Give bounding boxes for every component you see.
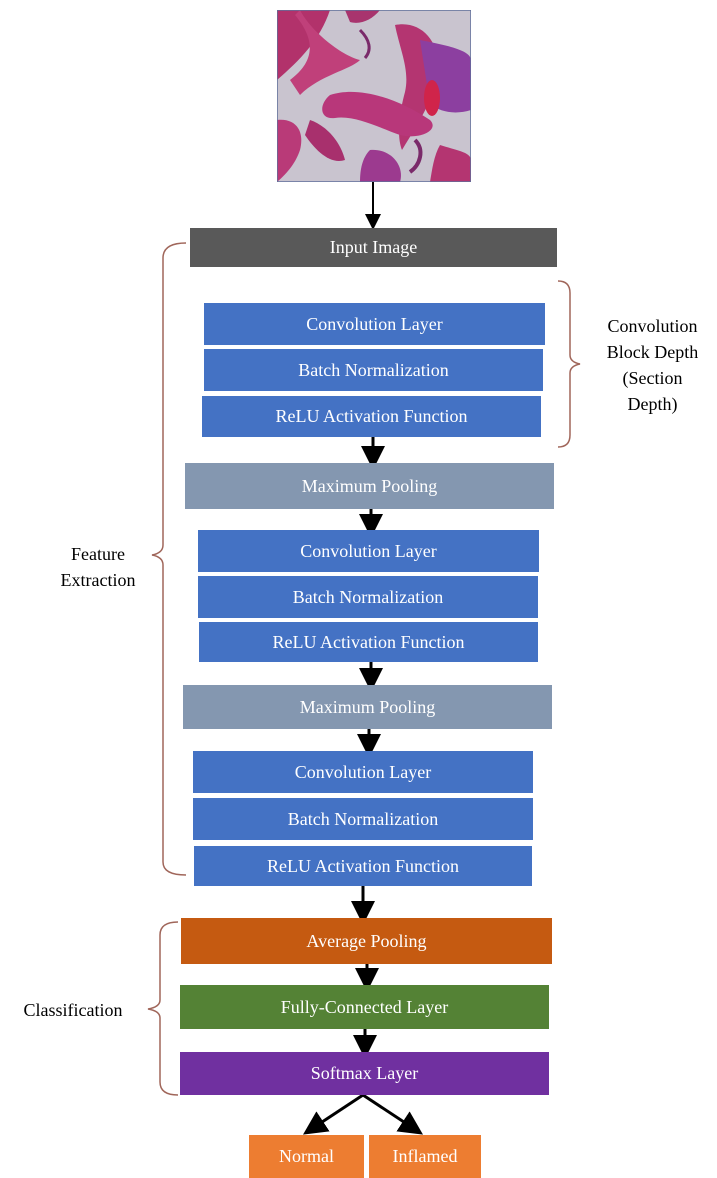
- conv-depth-line-3: (Section: [622, 368, 683, 388]
- input-image-label: Input Image: [329, 237, 418, 257]
- output-normal-label: Normal: [279, 1146, 334, 1166]
- relu-activation-1-label: ReLU Activation Function: [275, 406, 468, 426]
- maximum-pooling-1: Maximum Pooling: [185, 463, 554, 509]
- batch-normalization-2-label: Batch Normalization: [292, 586, 444, 607]
- convolution-layer-1-label: Convolution Layer: [306, 313, 443, 334]
- arrow-softmax-to-inflamed: [362, 1093, 424, 1135]
- feature-extraction-line-2: Extraction: [60, 570, 136, 590]
- classification-label: Classification: [23, 1000, 123, 1020]
- relu-activation-2: ReLU Activation Function: [199, 622, 538, 662]
- conv-block-depth-annotation: Convolution Block Depth (Section Depth): [590, 313, 715, 417]
- feature-extraction-bracket: [151, 242, 187, 876]
- convolution-layer-2-label: Convolution Layer: [300, 540, 437, 561]
- conv-depth-line-2: Block Depth: [606, 342, 699, 362]
- classification-annotation: Classification: [8, 997, 138, 1023]
- relu-activation-3: ReLU Activation Function: [194, 846, 532, 886]
- maximum-pooling-1-label: Maximum Pooling: [301, 475, 438, 496]
- convolution-layer-1: Convolution Layer: [204, 303, 545, 345]
- output-normal: Normal: [249, 1135, 364, 1178]
- relu-activation-1: ReLU Activation Function: [202, 396, 541, 437]
- conv-depth-line-1: Convolution: [607, 316, 698, 336]
- convolution-layer-3: Convolution Layer: [193, 751, 533, 793]
- arrow-softmax-to-normal: [302, 1093, 364, 1135]
- batch-normalization-3-label: Batch Normalization: [287, 808, 439, 829]
- convolution-layer-3-label: Convolution Layer: [294, 761, 432, 782]
- batch-normalization-1-label: Batch Normalization: [298, 359, 449, 380]
- conv-depth-bracket: [557, 280, 581, 448]
- histology-input-image: [277, 10, 471, 182]
- softmax-layer-label: Softmax Layer: [310, 1063, 419, 1083]
- average-pooling-label: Average Pooling: [306, 930, 427, 951]
- batch-normalization-3: Batch Normalization: [193, 798, 533, 840]
- maximum-pooling-2: Maximum Pooling: [183, 685, 552, 729]
- fully-connected-layer-label: Fully-Connected Layer: [280, 996, 449, 1017]
- conv-depth-line-4: Depth): [627, 394, 678, 414]
- input-image-block: Input Image: [190, 228, 557, 267]
- batch-normalization-2: Batch Normalization: [198, 576, 538, 618]
- softmax-layer: Softmax Layer: [180, 1052, 549, 1095]
- feature-extraction-line-1: Feature: [71, 544, 125, 564]
- relu-activation-3-label: ReLU Activation Function: [267, 855, 459, 876]
- average-pooling: Average Pooling: [181, 918, 552, 964]
- output-inflamed-label: Inflamed: [392, 1146, 458, 1166]
- fully-connected-layer: Fully-Connected Layer: [180, 985, 549, 1029]
- maximum-pooling-2-label: Maximum Pooling: [299, 696, 436, 717]
- relu-activation-2-label: ReLU Activation Function: [272, 631, 465, 652]
- output-inflamed: Inflamed: [369, 1135, 481, 1178]
- classification-bracket: [147, 921, 179, 1096]
- convolution-layer-2: Convolution Layer: [198, 530, 539, 572]
- batch-normalization-1: Batch Normalization: [204, 349, 543, 391]
- feature-extraction-annotation: Feature Extraction: [48, 541, 148, 593]
